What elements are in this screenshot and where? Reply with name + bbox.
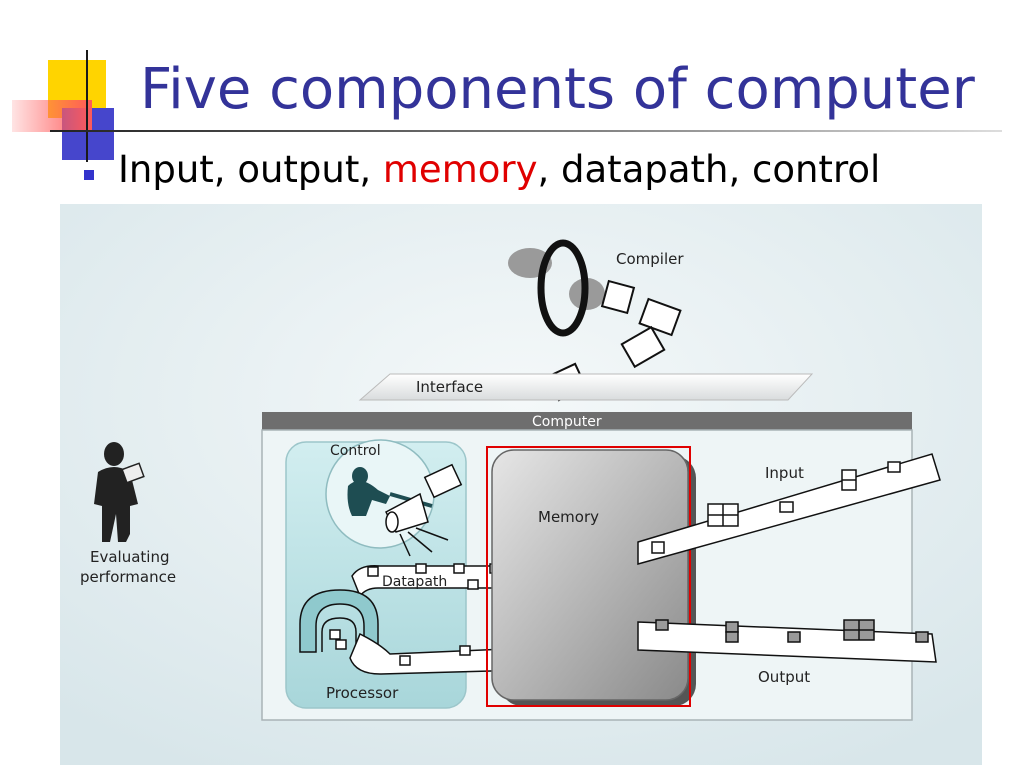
evaluator-figure-icon bbox=[94, 442, 145, 542]
input-label: Input bbox=[765, 464, 804, 482]
processor-square-1 bbox=[329, 629, 341, 640]
bullet-text-part2: , datapath, control bbox=[537, 148, 881, 191]
control-ray-1 bbox=[399, 533, 411, 557]
computer-components-diagram: Compiler Interface Computer Control Data… bbox=[60, 204, 982, 765]
compiler-group: Compiler bbox=[508, 239, 684, 402]
title-underline bbox=[50, 130, 1002, 132]
datapath-square-2 bbox=[415, 563, 427, 574]
datapath-label: Datapath bbox=[382, 574, 447, 590]
processor-belt-square-2 bbox=[459, 645, 471, 656]
performance-label: performance bbox=[80, 568, 176, 586]
output-square-5 bbox=[915, 631, 929, 643]
interface-slab bbox=[358, 373, 814, 401]
processor-label: Processor bbox=[326, 684, 399, 702]
output-square-2 bbox=[725, 621, 739, 633]
control-megaphone-mouth bbox=[385, 511, 399, 533]
bullet-text: Input, output, memory, datapath, control bbox=[118, 148, 881, 191]
control-label: Control bbox=[330, 443, 381, 459]
interface-label: Interface bbox=[416, 378, 483, 396]
bullet-marker bbox=[84, 170, 94, 180]
interface-platform: Interface bbox=[358, 373, 814, 401]
input-square-1 bbox=[651, 541, 665, 554]
input-square-3 bbox=[887, 461, 901, 473]
processor-square-2 bbox=[335, 639, 347, 650]
bullet-text-part1: Input, output, bbox=[118, 148, 383, 191]
control-card bbox=[423, 463, 463, 499]
output-label: Output bbox=[758, 668, 810, 686]
output-square-3 bbox=[725, 631, 739, 643]
memory-block bbox=[491, 449, 689, 701]
compiler-card-1 bbox=[600, 279, 636, 315]
processor-belt-square-1 bbox=[399, 655, 411, 666]
input-group: Input bbox=[637, 453, 941, 565]
compiler-ring bbox=[537, 239, 589, 337]
compiler-card-2 bbox=[638, 297, 682, 337]
input-square-2 bbox=[779, 501, 794, 513]
computer-label: Computer bbox=[532, 414, 602, 430]
slide-title: Five components of computer bbox=[140, 57, 975, 122]
compiler-card-3 bbox=[620, 325, 666, 369]
bullet-text-highlight: memory bbox=[382, 148, 538, 191]
evaluating-label: Evaluating bbox=[90, 548, 170, 566]
compiler-label: Compiler bbox=[616, 250, 684, 268]
processor-arch bbox=[299, 589, 379, 653]
corner-red-bar bbox=[12, 100, 92, 132]
computer-header-bar bbox=[262, 412, 912, 430]
output-square-1 bbox=[655, 619, 669, 631]
datapath-square-3 bbox=[453, 563, 465, 574]
datapath-square-6 bbox=[467, 579, 479, 590]
control-ray-3 bbox=[415, 527, 449, 541]
corner-vertical-line bbox=[86, 50, 88, 162]
output-square-4 bbox=[787, 631, 801, 643]
memory-highlight-frame bbox=[486, 446, 691, 707]
memory-label: Memory bbox=[538, 508, 599, 526]
control-ray-2 bbox=[407, 531, 433, 553]
output-group: Output bbox=[637, 619, 937, 686]
datapath-square-1 bbox=[367, 566, 379, 577]
